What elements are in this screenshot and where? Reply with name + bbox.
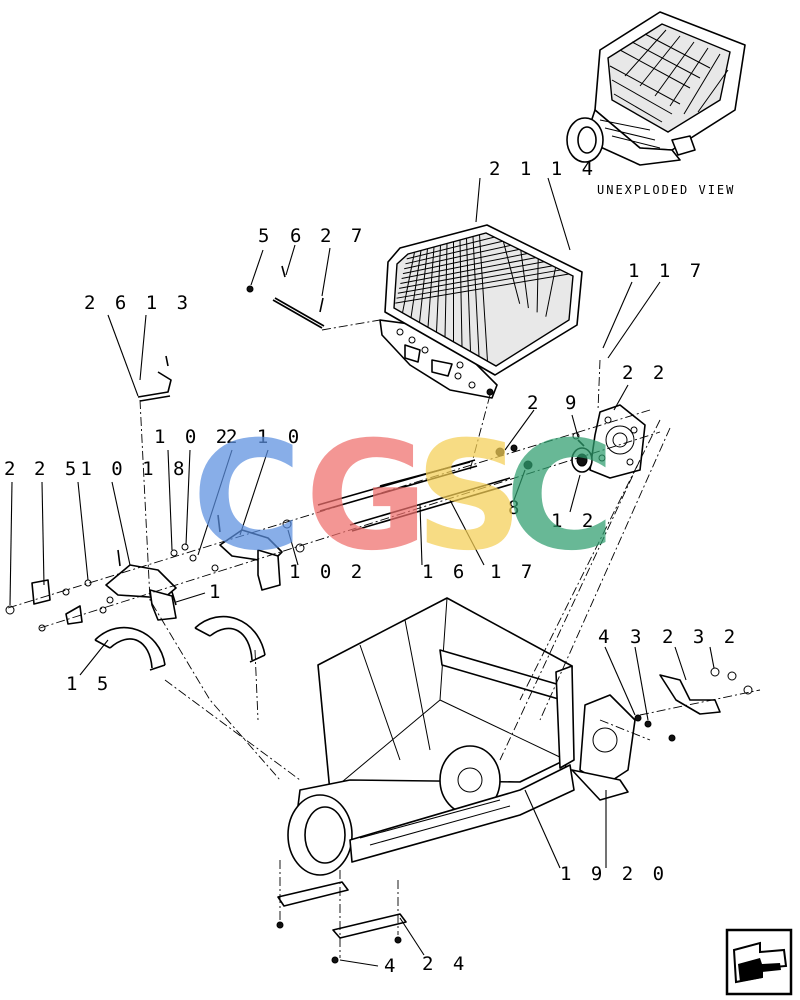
callout-1: 1 — [209, 581, 224, 603]
callout-labels: 2 1 1 4 5 6 2 7 1 1 7 2 6 1 3 2 2 2 9 1 … — [4, 158, 739, 977]
right-side-plate — [589, 404, 646, 479]
callout-12: 1 2 — [551, 510, 597, 532]
callout-5: 5 — [258, 225, 273, 247]
callout-3: 3 — [630, 626, 645, 648]
callout-22: 2 2 — [622, 362, 668, 384]
callout-16: 1 6 — [422, 561, 468, 583]
callout-210: 2 1 0 — [226, 426, 303, 448]
callout-102-bottom: 1 0 2 — [289, 561, 366, 583]
end-plate — [571, 667, 753, 801]
callout-2114: 2 1 1 4 — [489, 158, 597, 180]
bearing-assembly — [495, 432, 593, 473]
watermark-letter-3: S — [415, 410, 523, 584]
watermark-letter-4: C — [505, 410, 615, 584]
grid-cover — [379, 224, 583, 399]
watermark-letter-2: G — [305, 410, 428, 584]
callout-4-top: 4 — [598, 626, 613, 648]
back-arrow-icon[interactable] — [725, 928, 793, 996]
callout-2: 2 — [527, 392, 542, 414]
callout-232: 2 3 2 — [662, 626, 739, 648]
callout-4-bottom: 4 — [384, 955, 399, 977]
callout-117: 1 1 7 — [628, 260, 705, 282]
watermark-letter-1: C — [192, 410, 302, 584]
caption-unexploded-view: UNEXPLODED VIEW — [597, 183, 735, 197]
callout-2613: 2 6 1 3 — [84, 292, 192, 314]
leader-lines — [9, 177, 715, 967]
pin-rod-group — [246, 265, 325, 329]
hand-crank — [137, 355, 172, 402]
assembly-lines — [7, 319, 761, 958]
bottom-plates — [276, 881, 407, 964]
left-bracket — [5, 543, 189, 632]
callout-251018: 2 51 0 1 8 — [34, 458, 188, 480]
callout-27: 2 7 — [320, 225, 366, 247]
callout-24: 2 4 — [422, 953, 468, 975]
watermark: C G S C — [192, 410, 615, 584]
callout-9: 9 — [565, 392, 580, 414]
hopper-body — [287, 597, 575, 876]
callout-1920: 1 9 2 0 — [560, 863, 668, 885]
callout-6: 6 — [290, 225, 305, 247]
callout-2-left: 2 — [4, 458, 19, 480]
callout-17: 1 7 — [490, 561, 536, 583]
callout-8: 8 — [508, 497, 523, 519]
unexploded-view-thumbnail: UNEXPLODED VIEW — [566, 11, 746, 197]
callout-15: 1 5 — [66, 673, 112, 695]
mounting-straps — [94, 615, 266, 671]
callout-102-top: 1 0 2 — [154, 426, 231, 448]
